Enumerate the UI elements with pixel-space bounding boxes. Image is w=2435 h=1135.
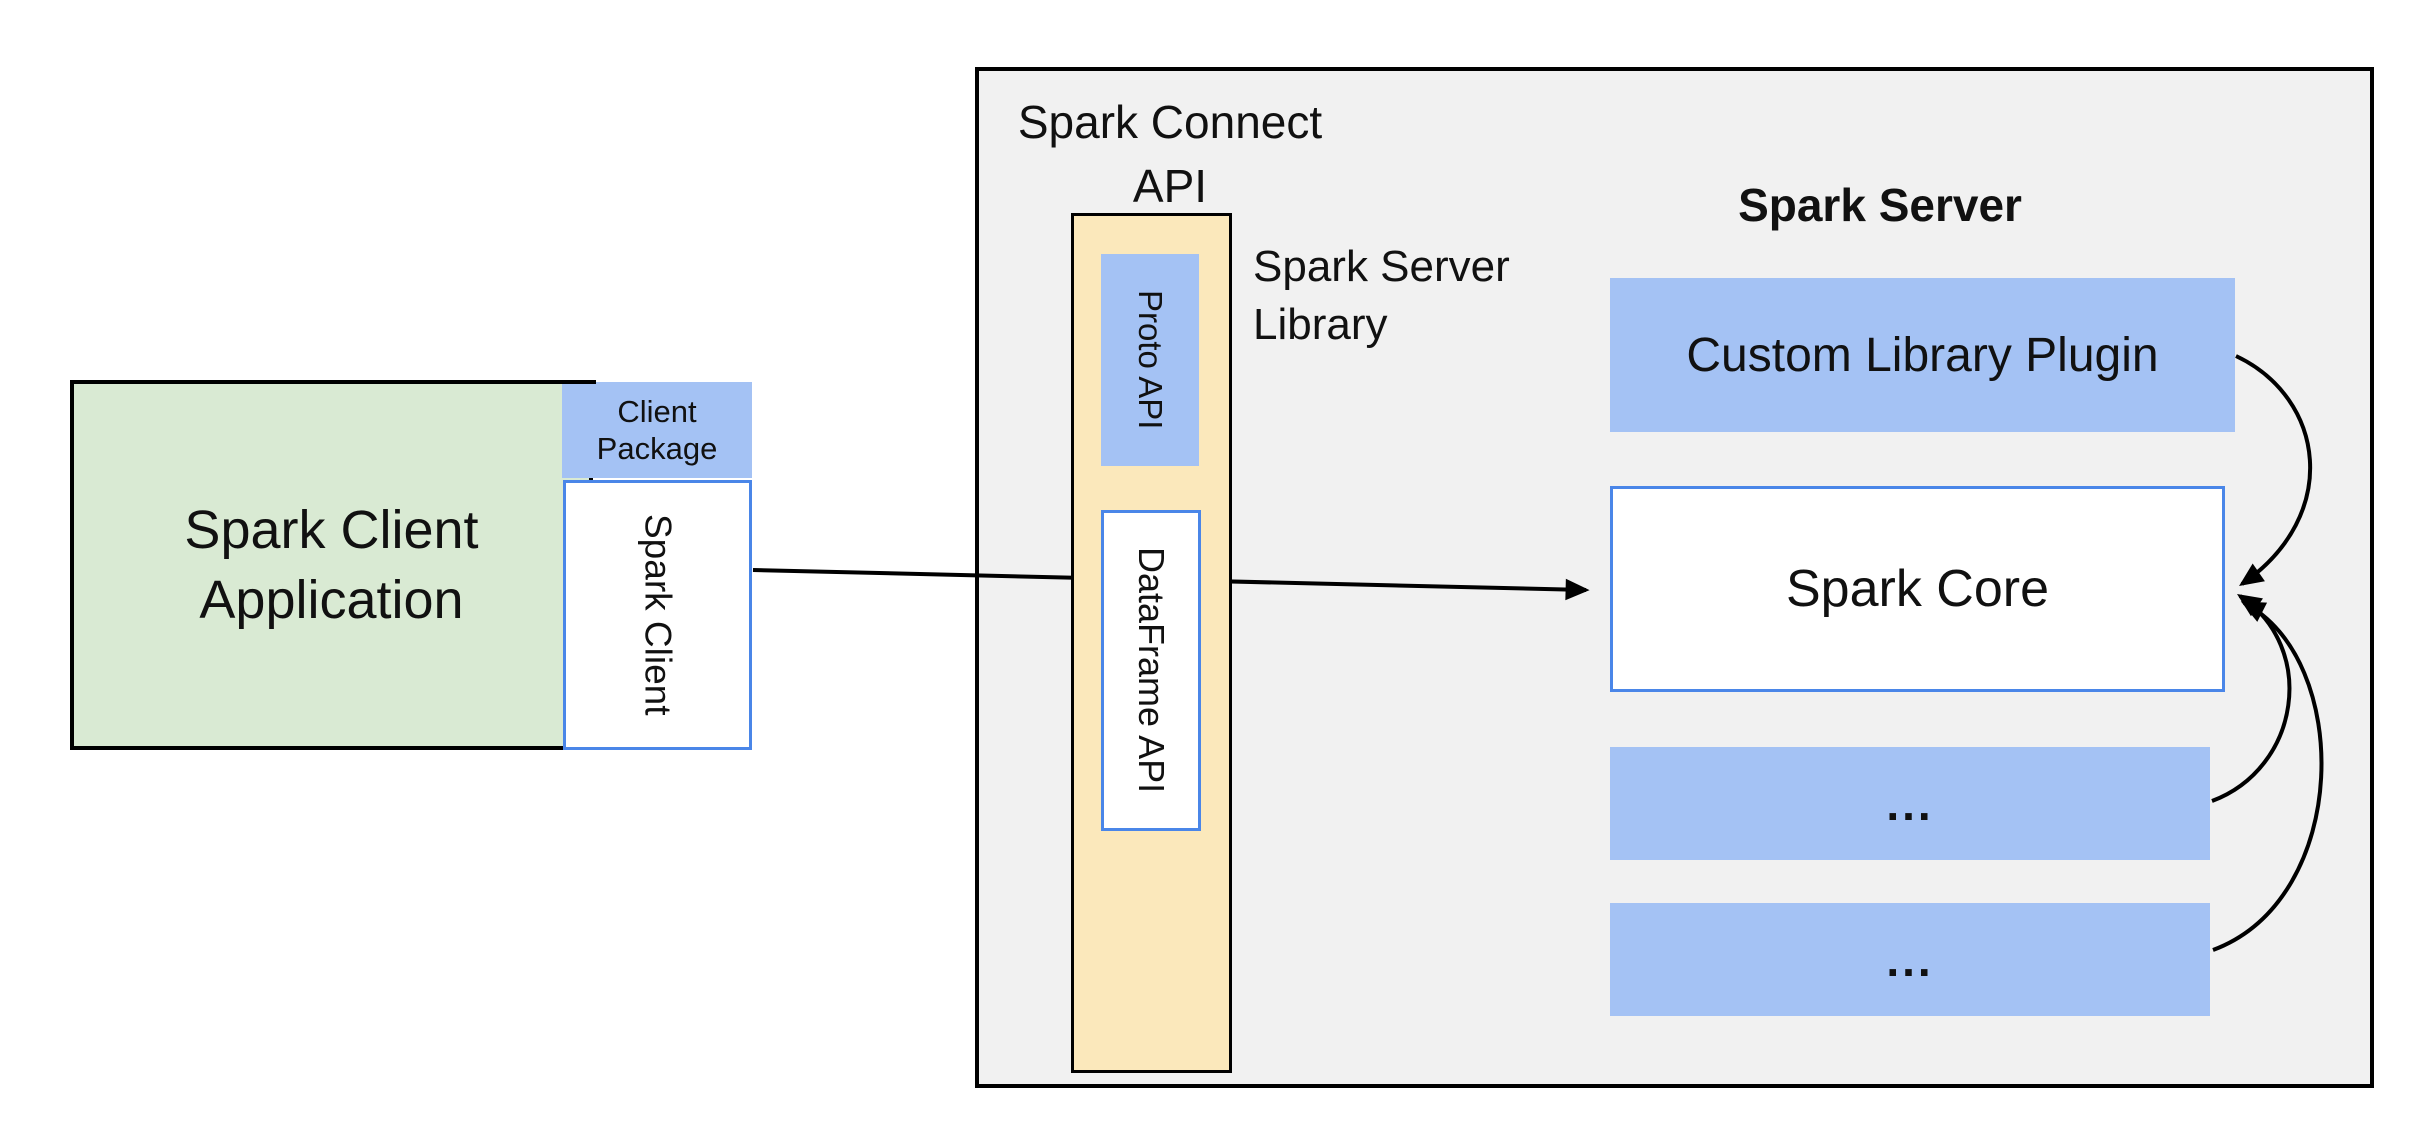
- spark-client-box: Spark Client: [563, 480, 752, 750]
- custom-library-plugin-box: Custom Library Plugin: [1610, 278, 2235, 432]
- plugin-placeholder-box-1: ...: [1610, 747, 2210, 860]
- proto-api-box: Proto API: [1101, 254, 1199, 466]
- placeholder-1-label: ...: [1886, 777, 1934, 830]
- proto-api-label: Proto API: [1132, 290, 1169, 430]
- spark-core-box: Spark Core: [1610, 486, 2225, 692]
- custom-library-plugin-label: Custom Library Plugin: [1686, 328, 2159, 382]
- spark-client-application-box: Spark Client Application: [70, 380, 593, 750]
- client-app-top-border-tick: [562, 380, 596, 384]
- spark-connect-api-title: Spark Connect API: [1017, 96, 1323, 212]
- spark-core-label: Spark Core: [1786, 560, 2049, 618]
- dataframe-api-box: DataFrame API: [1101, 510, 1201, 831]
- dataframe-api-label: DataFrame API: [1131, 547, 1172, 794]
- spark-server-title: Spark Server: [1738, 179, 2022, 231]
- plugin-placeholder-box-2: ...: [1610, 903, 2210, 1016]
- spark-client-label: Spark Client: [637, 514, 679, 716]
- client-package-label: Client Package: [596, 394, 718, 466]
- client-package-box: Client Package: [562, 382, 752, 478]
- placeholder-2-label: ...: [1886, 933, 1934, 986]
- spark-client-application-label: Spark Client Application: [184, 500, 479, 630]
- spark-server-library-label: Spark Server Library: [1253, 242, 1510, 349]
